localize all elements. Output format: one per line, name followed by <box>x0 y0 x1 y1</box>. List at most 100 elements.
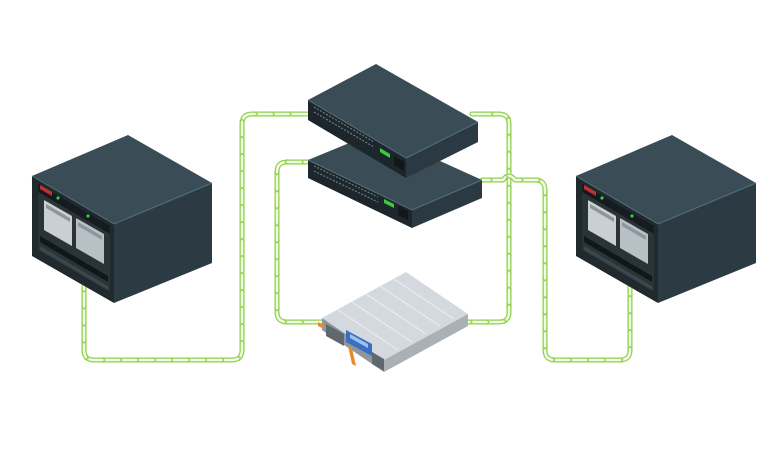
cable-direction-chevron <box>274 273 280 278</box>
storage-psu-right <box>372 352 384 371</box>
switch-status-led <box>384 199 394 208</box>
cable-outline <box>274 159 327 325</box>
network-chassis-icon <box>31 135 213 303</box>
cable-direction-chevron <box>254 111 259 117</box>
cable-direction-chevron <box>235 356 241 361</box>
cable-direction-chevron <box>84 354 89 360</box>
switch-port-row <box>313 165 379 203</box>
cable-direction-chevron <box>542 192 548 197</box>
cable-direction-chevron <box>239 220 245 225</box>
chassis-front-panel <box>582 184 654 292</box>
cable-direction-chevron <box>81 305 87 310</box>
cable-core <box>480 174 632 362</box>
storage-right-face <box>384 314 468 372</box>
cable-direction-chevron <box>239 305 245 310</box>
cable-direction-chevron <box>101 357 106 363</box>
cable-direction-chevron <box>542 328 548 333</box>
cable-direction-chevron <box>506 133 512 138</box>
cable-direction-chevron <box>203 357 208 363</box>
chassis-brand-badge <box>40 185 52 196</box>
cable-direction-chevron <box>239 339 245 344</box>
storage-top-ribs <box>337 278 455 351</box>
switch-front-face <box>308 100 406 178</box>
cable-direction-chevron <box>602 357 607 363</box>
cable-direction-chevron <box>135 357 140 363</box>
cable-direction-chevron <box>274 171 280 176</box>
cable-direction-chevron <box>300 319 305 325</box>
cable-direction-chevron <box>506 201 512 206</box>
switch-top-face <box>308 64 478 158</box>
cable-direction-chevron <box>542 260 548 265</box>
cable-direction-chevron <box>485 319 490 325</box>
cable-direction-chevron <box>169 357 174 363</box>
cable-direction-chevron <box>152 357 157 363</box>
cable-direction-chevron <box>619 357 624 363</box>
chassis-right-face <box>658 183 756 303</box>
cable-direction-chevron <box>585 357 590 363</box>
switch-right-face <box>406 122 478 178</box>
cable-direction-chevron <box>627 345 633 350</box>
cable-direction-chevron <box>536 177 541 183</box>
cable-direction-chevron <box>239 135 245 140</box>
cable-direction-chevron <box>274 239 280 244</box>
cable-direction-chevron <box>239 237 245 242</box>
cable-direction-chevron <box>542 345 548 350</box>
cable-core <box>275 160 326 324</box>
cable-layer <box>81 111 633 363</box>
cable-direction-chevron <box>542 243 548 248</box>
cable-direction-chevron <box>506 167 512 172</box>
cable-direction-chevron <box>468 319 473 325</box>
chassis-right-face <box>114 183 212 303</box>
cable-direction-chevron <box>271 111 276 117</box>
cable-direction-chevron <box>506 218 512 223</box>
storage-psu-left <box>326 324 344 346</box>
cable-direction-chevron <box>542 294 548 299</box>
cable-direction-chevron <box>542 277 548 282</box>
cable-direction-chevron <box>506 150 512 155</box>
rack-switch-icon <box>307 64 479 178</box>
cable-direction-chevron <box>568 357 573 363</box>
cable-direction-chevron <box>274 256 280 261</box>
cable-direction-chevron <box>239 322 245 327</box>
link-lower-switch-to-right-chassis <box>479 173 633 363</box>
switch-right-face <box>412 180 482 228</box>
cable-direction-chevron <box>627 328 633 333</box>
cable-direction-chevron <box>283 319 288 325</box>
network-chassis-icon <box>575 135 757 303</box>
storage-orange-tab <box>348 346 356 366</box>
cable-direction-chevron <box>239 203 245 208</box>
cable-direction-chevron <box>506 252 512 257</box>
cable-direction-chevron <box>239 169 245 174</box>
cable-direction-chevron <box>506 116 512 122</box>
link-lower-switch-to-storage <box>274 159 327 325</box>
cable-direction-chevron <box>488 177 493 183</box>
cable-direction-chevron <box>627 294 633 299</box>
cable-direction-chevron <box>288 111 293 117</box>
chassis-front-panel <box>38 184 110 292</box>
cable-direction-chevron <box>542 209 548 214</box>
cable-direction-chevron <box>506 269 512 274</box>
cable-direction-chevron <box>506 303 512 308</box>
cable-direction-chevron <box>118 357 123 363</box>
cable-direction-chevron <box>301 159 306 165</box>
cable-direction-chevron <box>542 311 548 316</box>
cable-direction-chevron <box>239 118 245 124</box>
cable-direction-chevron <box>501 319 507 325</box>
cable-direction-chevron <box>239 288 245 293</box>
cable-direction-chevron <box>503 174 509 180</box>
storage-array-icon <box>318 272 468 372</box>
cable-direction-chevron <box>220 357 225 363</box>
cable-direction-chevron <box>186 357 191 363</box>
cable-direction-chevron <box>239 152 245 157</box>
switch-port-row <box>313 106 375 148</box>
cable-direction-chevron <box>490 111 495 117</box>
cable-direction-chevron <box>274 205 280 210</box>
cable-direction-chevron <box>506 286 512 291</box>
cable-direction-chevron <box>519 177 524 183</box>
chassis-brand-badge <box>584 185 596 196</box>
cable-direction-chevron <box>274 307 280 312</box>
cable-direction-chevron <box>284 159 289 165</box>
cable-direction-chevron <box>506 184 512 189</box>
